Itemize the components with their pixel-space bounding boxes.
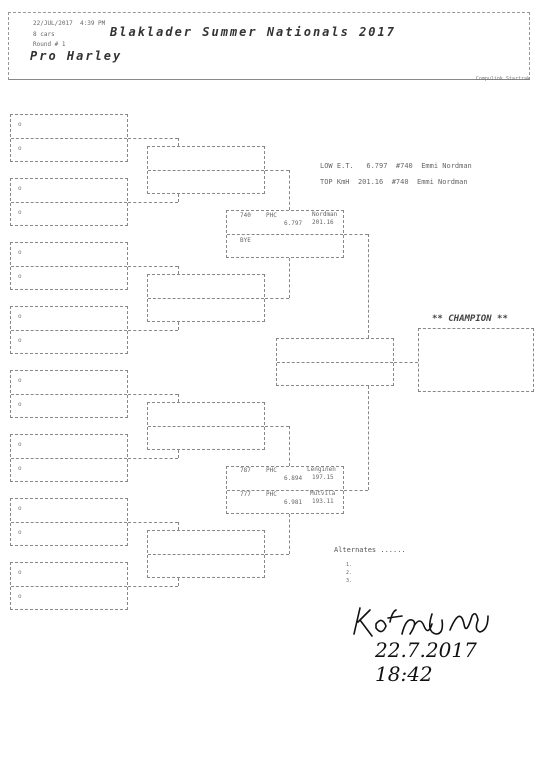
semi-bot2-speed: 193.11 bbox=[312, 498, 334, 505]
alternate-entry: 1. bbox=[346, 562, 353, 568]
quarterfinal-box bbox=[147, 274, 265, 322]
semi-bot2-number: 777 bbox=[240, 491, 251, 498]
quarterfinal-box bbox=[147, 530, 265, 578]
semi-bot2-name: Mutvila bbox=[310, 490, 336, 497]
signature-date: 22.7.2017 18:42 bbox=[375, 638, 477, 686]
semi-bot2-class: PHC bbox=[266, 491, 277, 498]
lane-marker: o bbox=[18, 593, 22, 600]
semi-top-et: 6.797 bbox=[284, 220, 303, 227]
lane-marker: o bbox=[18, 185, 22, 192]
semi-top-class: PHC bbox=[266, 212, 277, 219]
semi-bot1-speed: 197.15 bbox=[312, 474, 334, 481]
lane-marker: o bbox=[18, 441, 22, 448]
event-title: Blaklader Summer Nationals 2017 bbox=[110, 25, 396, 39]
semi-bot1-number: 787 bbox=[240, 467, 251, 474]
lane-marker: o bbox=[18, 401, 22, 408]
software-tag: Compulink Startrak bbox=[475, 76, 530, 82]
lane-marker: o bbox=[18, 465, 22, 472]
alternates-label: Alternates ...... bbox=[334, 546, 406, 554]
semi-top-number: 740 bbox=[240, 212, 251, 219]
final-box bbox=[276, 338, 394, 386]
lane-marker: o bbox=[18, 569, 22, 576]
lane-marker: o bbox=[18, 145, 22, 152]
semifinal-bottom-box bbox=[226, 466, 344, 514]
lane-marker: o bbox=[18, 505, 22, 512]
lane-marker: o bbox=[18, 377, 22, 384]
class-name: Pro Harley bbox=[30, 49, 123, 63]
signature bbox=[350, 604, 500, 652]
semi-bot1-class: PHC bbox=[266, 467, 277, 474]
semi-bot2-et: 6.981 bbox=[284, 499, 303, 506]
semi-bot1-et: 6.894 bbox=[284, 475, 303, 482]
lane-marker: o bbox=[18, 313, 22, 320]
top-speed-record: TOP KmH 201.16 #740 Emmi Nordman bbox=[320, 178, 468, 186]
alternate-entry: 2. bbox=[346, 570, 353, 576]
car-count: 8 cars bbox=[33, 31, 55, 38]
lane-marker: o bbox=[18, 121, 22, 128]
signature-mark bbox=[353, 607, 489, 637]
header-panel: 22/JUL/2017 4:39 PM 8 cars Round # 1 bbox=[8, 12, 530, 80]
champion-box bbox=[418, 328, 534, 392]
quarterfinal-box bbox=[147, 146, 265, 194]
lane-marker: o bbox=[18, 529, 22, 536]
semi-top-bye: BYE bbox=[240, 237, 251, 244]
round-number: Round # 1 bbox=[33, 41, 66, 48]
semi-bot1-name: Lenginen bbox=[307, 466, 336, 473]
alternate-entry: 3. bbox=[346, 578, 353, 584]
lane-marker: o bbox=[18, 273, 22, 280]
low-et-record: LOW E.T. 6.797 #740 Emmi Nordman bbox=[320, 162, 472, 170]
quarterfinal-box bbox=[147, 402, 265, 450]
champion-label: ** CHAMPION ** bbox=[432, 314, 508, 324]
lane-marker: o bbox=[18, 209, 22, 216]
semi-top-name: Nordman bbox=[312, 211, 338, 218]
semifinal-top-box bbox=[226, 210, 344, 258]
print-date: 22/JUL/2017 4:39 PM bbox=[33, 20, 106, 27]
semi-top-speed: 201.16 bbox=[312, 219, 334, 226]
lane-marker: o bbox=[18, 337, 22, 344]
lane-marker: o bbox=[18, 249, 22, 256]
